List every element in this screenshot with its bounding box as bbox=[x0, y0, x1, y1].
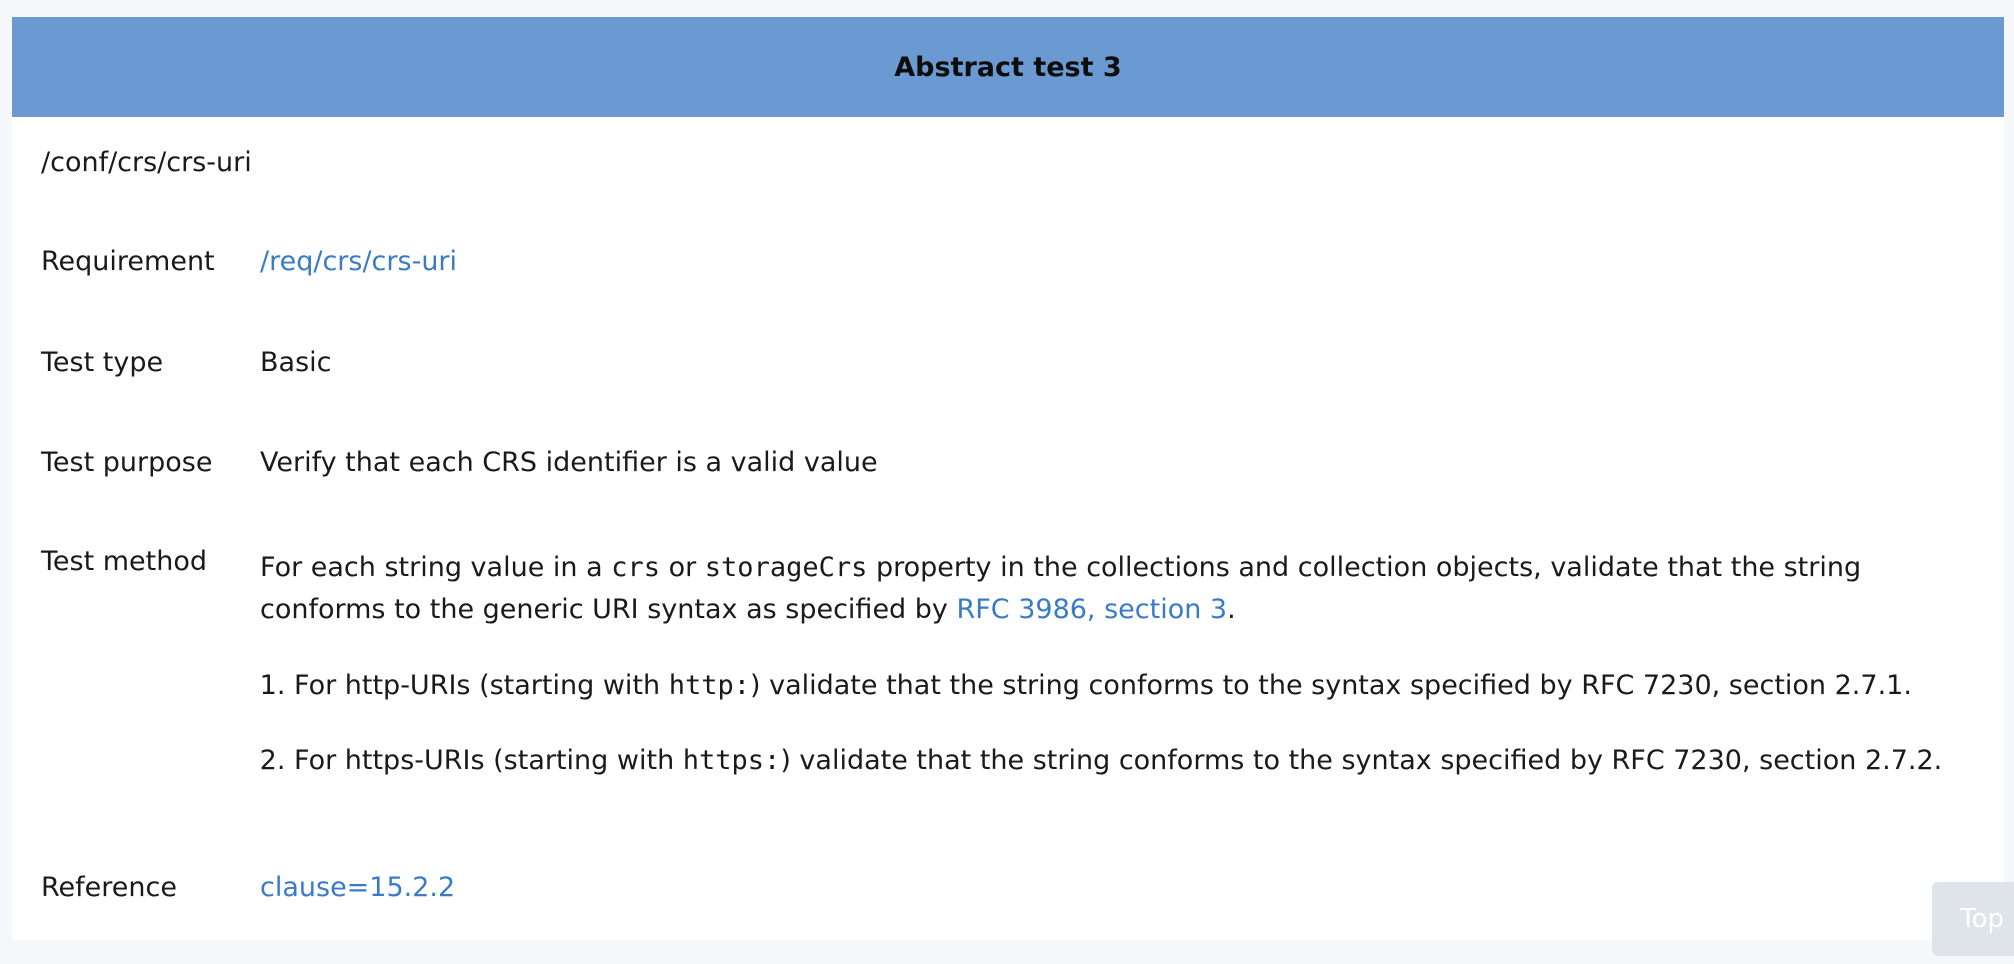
code-storage-crs: storageCrs bbox=[704, 552, 868, 583]
back-to-top-button[interactable]: Top bbox=[1932, 882, 2014, 956]
step-text: For http-URIs (starting with bbox=[294, 670, 669, 701]
method-text-3: property in the collections and collecti… bbox=[260, 552, 1862, 625]
step-text: ) validate that the string conforms to t… bbox=[749, 670, 1912, 701]
test-identifier: /conf/crs/crs-uri bbox=[41, 147, 252, 178]
test-type-label: Test type bbox=[41, 347, 164, 378]
test-method-step: For http-URIs (starting with http:) vali… bbox=[294, 667, 1980, 705]
code-http: http: bbox=[668, 670, 750, 701]
step-text: ) validate that the string conforms to t… bbox=[780, 745, 1943, 776]
abstract-test-card: Abstract test 3 /conf/crs/crs-uri Requir… bbox=[12, 17, 2004, 940]
reference-link[interactable]: clause=15.2.2 bbox=[260, 872, 456, 903]
test-type-value: Basic bbox=[260, 347, 332, 378]
step-text: For https-URIs (starting with bbox=[294, 745, 683, 776]
requirement-link[interactable]: /req/crs/crs-uri bbox=[260, 246, 458, 277]
test-purpose-value: Verify that each CRS identifier is a val… bbox=[260, 447, 878, 478]
code-https: https: bbox=[682, 745, 781, 776]
test-method-value: For each string value in a crs or storag… bbox=[260, 547, 1980, 817]
card-title: Abstract test 3 bbox=[894, 51, 1122, 83]
code-crs: crs bbox=[611, 552, 660, 583]
method-text-2: or bbox=[660, 552, 705, 583]
test-method-description: For each string value in a crs or storag… bbox=[260, 547, 1980, 631]
reference-label: Reference bbox=[41, 872, 177, 903]
method-text-1: For each string value in a bbox=[260, 552, 612, 583]
test-method-step: For https-URIs (starting with https:) va… bbox=[294, 742, 1980, 780]
rfc-3986-link[interactable]: RFC 3986, section 3 bbox=[956, 594, 1228, 625]
method-text-4: . bbox=[1227, 594, 1236, 625]
test-purpose-label: Test purpose bbox=[41, 447, 213, 478]
card-header: Abstract test 3 bbox=[12, 17, 2004, 117]
test-method-steps: For http-URIs (starting with http:) vali… bbox=[260, 667, 1980, 780]
test-method-label: Test method bbox=[41, 546, 208, 577]
requirement-label: Requirement bbox=[41, 246, 215, 277]
